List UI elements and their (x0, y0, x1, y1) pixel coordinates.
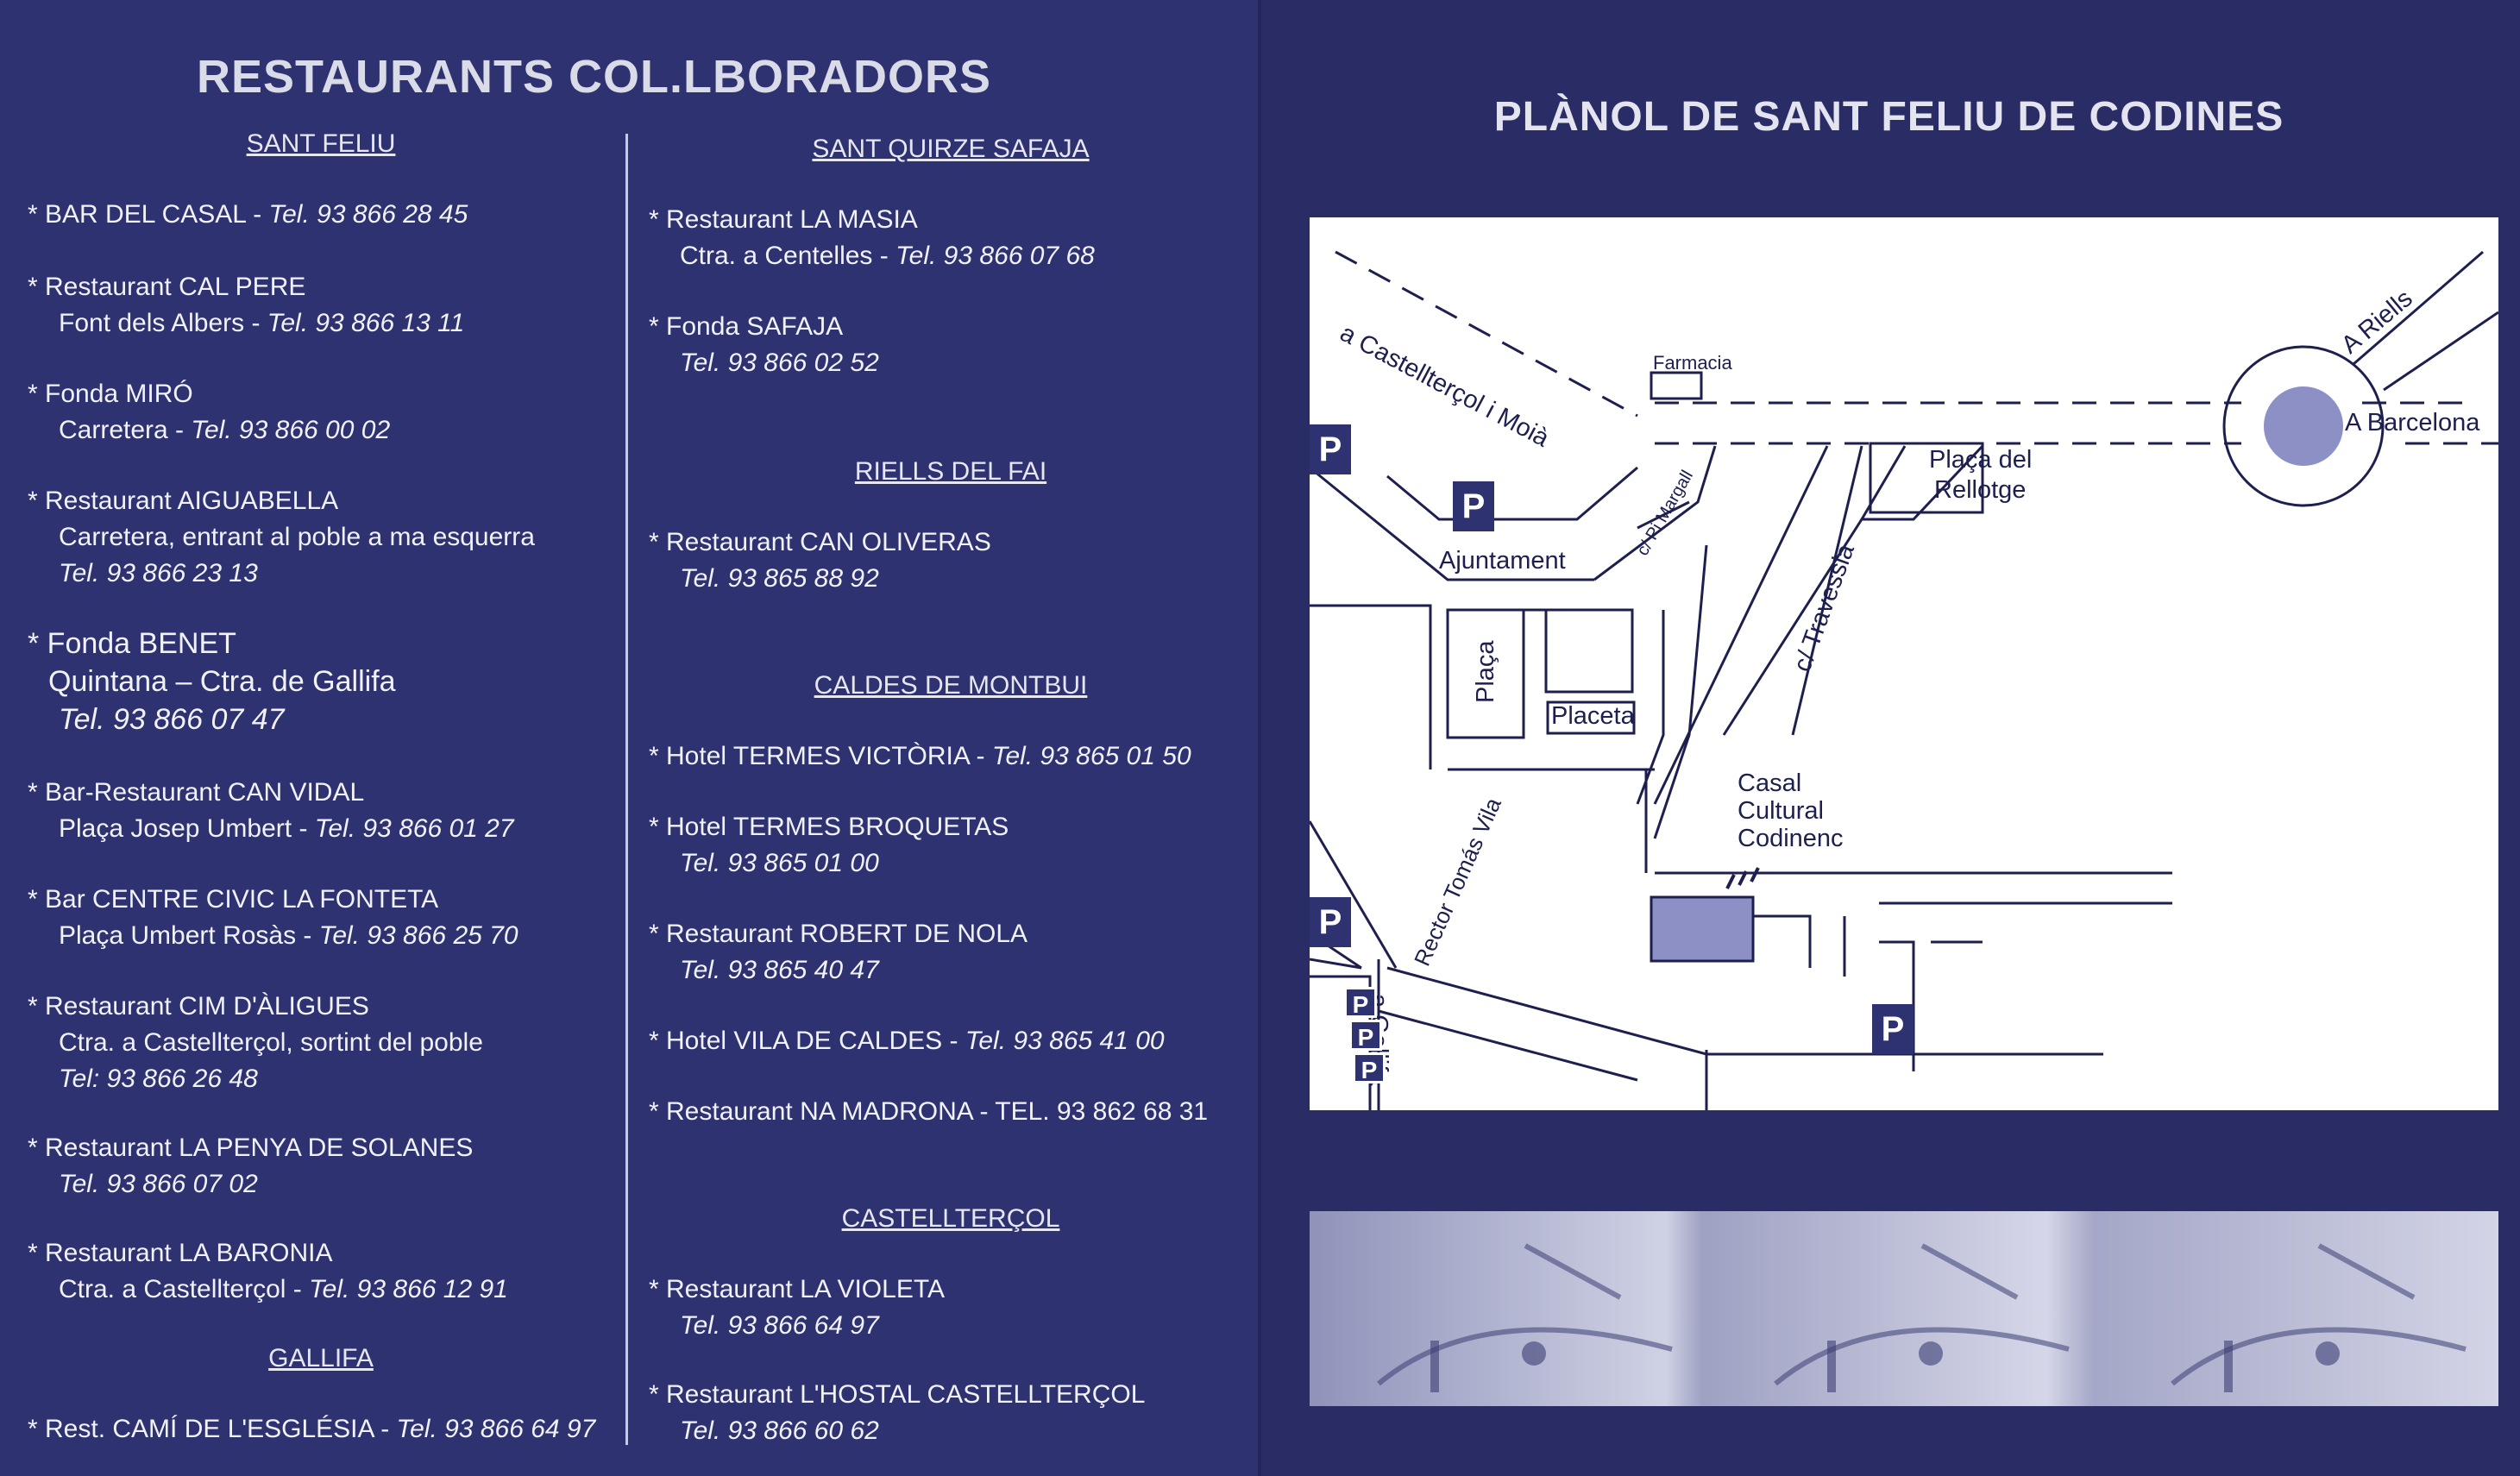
list-item: * Restaurant AIGUABELLA Carretera, entra… (28, 487, 535, 587)
list-item: * Bar-Restaurant CAN VIDAL Plaça Josep U… (28, 778, 514, 843)
road-label-barcelona: A Barcelona (2345, 409, 2480, 437)
list-item: * Restaurant CIM D'ÀLIGUES Ctra. a Caste… (28, 992, 483, 1093)
town-heading: CALDES DE MONTBUI (814, 671, 1088, 700)
casal-building (1650, 895, 1755, 963)
list-item: * Restaurant LA PENYA DE SOLANES Tel. 93… (28, 1134, 474, 1198)
list-item: * Fonda BENET Quintana – Ctra. de Gallif… (28, 627, 396, 736)
list-item: * Hotel TERMES BROQUETAS Tel. 93 865 01 … (649, 813, 1009, 877)
list-item: * Restaurant CAL PERE Font dels Albers -… (28, 273, 465, 337)
list-item: * Restaurant LA BARONIA Ctra. a Castellt… (28, 1239, 508, 1303)
placeta-label: Placeta (1551, 702, 1635, 730)
casal-label-2: Cultural (1738, 797, 1824, 825)
column-divider (625, 134, 628, 1445)
town-heading: SANT QUIRZE SAFAJA (812, 135, 1090, 163)
list-item: * Restaurant ROBERT DE NOLA Tel. 93 865 … (649, 920, 1028, 984)
list-item: * Rest. CAMÍ DE L'ESGLÉSIA - Tel. 93 866… (28, 1415, 596, 1443)
parking-icon: P (1453, 481, 1494, 531)
ajuntament-label: Ajuntament (1439, 547, 1566, 575)
restaurants-title: RESTAURANTS COL.LBORADORS (197, 51, 991, 103)
placa-label: Plaça (1472, 640, 1499, 703)
list-item: * Bar CENTRE CIVIC LA FONTETA Plaça Umbe… (28, 885, 518, 950)
parking-icon: P (1310, 897, 1351, 947)
list-item: * Hotel VILA DE CALDES - Tel. 93 865 41 … (649, 1027, 1165, 1055)
parking-icon: P (1872, 1004, 1914, 1054)
casal-label-1: Casal (1738, 769, 1802, 797)
list-item: * Restaurant L'HOSTAL CASTELLTERÇOL Tel.… (649, 1380, 1146, 1445)
parking-icon: P (1349, 1020, 1382, 1051)
town-heading: GALLIFA (268, 1344, 374, 1372)
town-heading: RIELLS DEL FAI (854, 457, 1047, 486)
list-item: * BAR DEL CASAL - Tel. 93 866 28 45 (28, 200, 468, 229)
map-title: PLÀNOL DE SANT FELIU DE CODINES (1493, 94, 2284, 140)
list-item: * Restaurant LA MASIA Ctra. a Centelles … (649, 205, 1095, 270)
list-item: * Restaurant CAN OLIVERAS Tel. 93 865 88… (649, 528, 991, 593)
placa-rellotge-label-1: Plaça del (1929, 446, 2033, 474)
clock-face-graphic (1377, 1243, 2467, 1392)
town-map: a Castellterçol i Moià Farmacia A Riells… (1310, 217, 2498, 1110)
parking-icon: P (1310, 424, 1351, 474)
list-item: * Fonda MIRÓ Carretera - Tel. 93 866 00 … (28, 380, 391, 444)
list-item: * Fonda SAFAJA Tel. 93 866 02 52 (649, 312, 879, 377)
town-heading: CASTELLTERÇOL (841, 1204, 1060, 1233)
page-fold (1258, 0, 1261, 1476)
casal-label-3: Codinenc (1738, 825, 1844, 852)
placa-rellotge-label-2: Rellotge (1934, 476, 2027, 504)
parking-icon: P (1353, 1052, 1386, 1083)
list-item: * Hotel TERMES VICTÒRIA - Tel. 93 865 01… (649, 742, 1191, 770)
parking-icon: P (1344, 987, 1377, 1018)
town-heading: SANT FELIU (246, 129, 396, 158)
clock-image-strip (1310, 1211, 2498, 1406)
farmacia-label: Farmacia (1653, 352, 1732, 374)
restaurants-panel (0, 0, 1258, 1476)
roundabout-marker (2264, 386, 2343, 466)
map-streets (1310, 250, 2498, 1110)
list-item: * Restaurant LA VIOLETA Tel. 93 866 64 9… (649, 1275, 945, 1340)
list-item: * Restaurant NA MADRONA - TEL. 93 862 68… (649, 1097, 1209, 1126)
